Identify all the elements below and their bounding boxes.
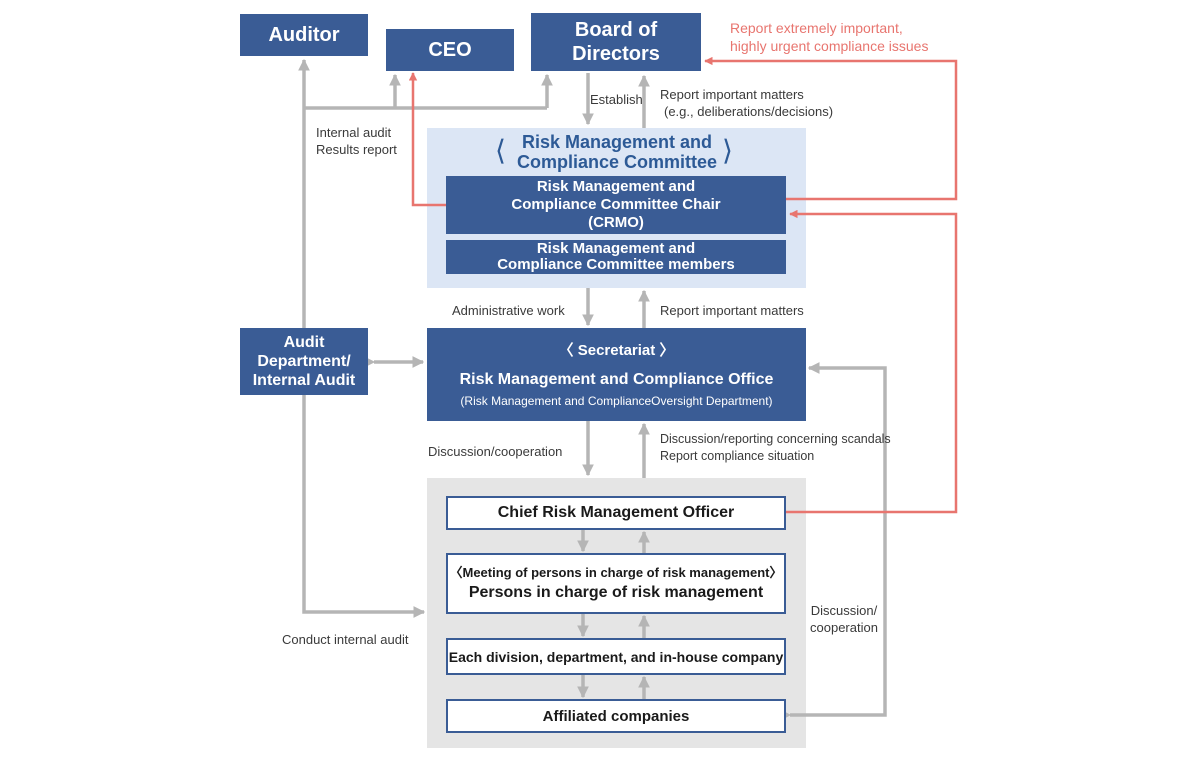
divisions-label: Each division, department, and in-house … xyxy=(448,648,784,665)
office-department: (Risk Management and ComplianceOversight… xyxy=(460,393,773,408)
board-label-line2: Directors xyxy=(572,43,660,65)
label-internal-audit-line1: Internal audit xyxy=(316,125,392,140)
label-report-board-line1: Report important matters xyxy=(660,87,804,102)
meeting-label: Meeting of persons in charge of risk man… xyxy=(462,564,770,580)
label-discussion-right: Discussion/ cooperation xyxy=(810,602,878,636)
label-discussion-scandals: Discussion/reporting concerning scandals… xyxy=(660,431,891,465)
committee-bracket-right: ⟩ xyxy=(722,135,733,166)
affiliated-companies-box: Affiliated companies xyxy=(446,699,786,733)
ceo-box: CEO xyxy=(386,29,514,71)
auditor-box: Auditor xyxy=(240,14,368,56)
secretariat-label: Secretariat xyxy=(577,341,656,359)
ceo-label: CEO xyxy=(428,38,472,61)
audit-line1: Audit xyxy=(283,334,325,351)
audit-department-box: Audit Department/ Internal Audit xyxy=(240,328,368,395)
committee-title-line2: Compliance Committee xyxy=(516,152,718,172)
label-report-urgent-line1: Report extremely important, xyxy=(730,20,903,36)
committee-members-box: Risk Management and Compliance Committee… xyxy=(446,240,786,274)
arrow-discussion-loop xyxy=(779,362,887,721)
label-establish: Establish xyxy=(590,92,643,107)
board-label-line1: Board of xyxy=(574,19,658,41)
arrow-chair-to-board xyxy=(704,56,958,201)
chair-line2: Compliance Committee Chair xyxy=(511,196,721,213)
divisions-box: Each division, department, and in-house … xyxy=(446,638,786,675)
label-discussion-cooperation: Discussion/cooperation xyxy=(428,444,563,459)
label-internal-audit: Internal audit Results report xyxy=(316,124,397,158)
arrow-chair-to-ceo xyxy=(408,72,446,207)
members-line2: Compliance Committee members xyxy=(497,256,735,273)
label-discussion-right-line1: Discussion/ xyxy=(810,603,878,618)
label-internal-audit-line2: Results report xyxy=(316,142,397,157)
label-discussion-scandals-line1: Discussion/reporting concerning scandals xyxy=(660,432,891,446)
members-line1: Risk Management and xyxy=(536,240,696,257)
meeting-title: 〈Meeting of persons in charge of risk ma… xyxy=(449,564,783,580)
label-discussion-right-line2: cooperation xyxy=(810,620,878,635)
audit-line2: Department/ xyxy=(257,353,351,370)
chief-risk-officer-box: Chief Risk Management Officer xyxy=(446,496,786,530)
label-report-urgent: Report extremely important, highly urgen… xyxy=(730,19,928,55)
chair-line3: (CRMO) xyxy=(588,214,644,231)
cro-label: Chief Risk Management Officer xyxy=(497,504,735,521)
arrow-conduct-audit xyxy=(302,395,426,618)
label-discussion-scandals-line2: Report compliance situation xyxy=(660,449,815,463)
label-report-board: Report important matters (e.g., delibera… xyxy=(660,86,833,120)
committee-title-line1: Risk Management and xyxy=(521,132,713,152)
office-name: Risk Management and Compliance Office xyxy=(459,370,774,388)
committee-title: Risk Management and Compliance Committee xyxy=(467,130,767,174)
committee-chair-box: Risk Management and Compliance Committee… xyxy=(446,176,786,234)
label-report-board-line2: (e.g., deliberations/decisions) xyxy=(664,104,834,119)
label-admin-work: Administrative work xyxy=(452,303,565,318)
persons-in-charge-box: 〈Meeting of persons in charge of risk ma… xyxy=(446,553,786,614)
label-report-urgent-line2: highly urgent compliance issues xyxy=(730,38,929,54)
label-conduct-audit: Conduct internal audit xyxy=(282,632,409,647)
compliance-office-box: 〈 Secretariat 〉 Risk Management and Comp… xyxy=(427,328,806,421)
board-of-directors-box: Board of Directors xyxy=(531,13,701,71)
chair-line1: Risk Management and xyxy=(536,178,696,195)
auditor-label: Auditor xyxy=(268,23,340,46)
audit-line3: Internal Audit xyxy=(252,372,356,389)
secretariat-title: 〈 Secretariat 〉 xyxy=(558,341,675,359)
persons-label: Persons in charge of risk management xyxy=(468,583,764,601)
committee-bracket-left: ⟨ xyxy=(495,135,506,166)
label-report-important: Report important matters xyxy=(660,303,804,318)
arrow-cro-to-chair xyxy=(786,209,958,514)
affiliates-label: Affiliated companies xyxy=(542,707,690,725)
